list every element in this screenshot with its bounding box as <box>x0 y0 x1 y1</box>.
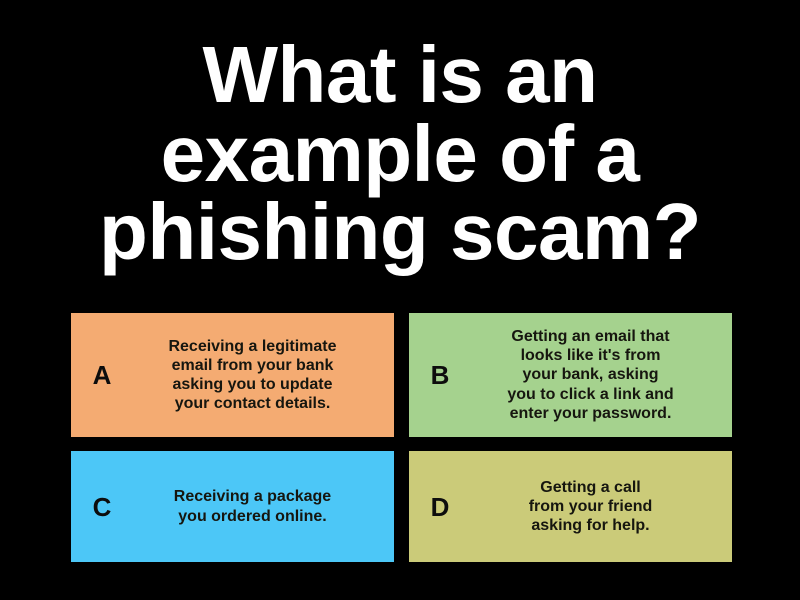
answer-text-a: Receiving a legitimate email from your b… <box>168 337 337 413</box>
answer-text-d: Getting a call from your friend asking f… <box>528 478 653 535</box>
answer-letter-d: D <box>430 491 450 522</box>
answer-option-a[interactable]: A Receiving a legitimate email from your… <box>71 313 394 437</box>
answer-options-grid: A Receiving a legitimate email from your… <box>71 313 732 563</box>
answer-text-b: Getting an email that looks like it's fr… <box>507 328 674 422</box>
answer-letter-a: A <box>92 360 112 390</box>
question-container: What is an example of a phishing scam? <box>40 8 760 300</box>
answer-text-c: Receiving a package you ordered online. <box>173 488 332 525</box>
question-text: What is an example of a phishing scam? <box>99 30 701 277</box>
answer-option-b[interactable]: B Getting an email that looks like it's … <box>409 313 732 437</box>
answer-option-d[interactable]: D Getting a call from your friend asking… <box>409 451 732 562</box>
answer-letter-b: B <box>430 360 450 390</box>
answer-option-c[interactable]: C Receiving a package you ordered online… <box>71 451 394 562</box>
answer-letter-c: C <box>92 491 112 522</box>
